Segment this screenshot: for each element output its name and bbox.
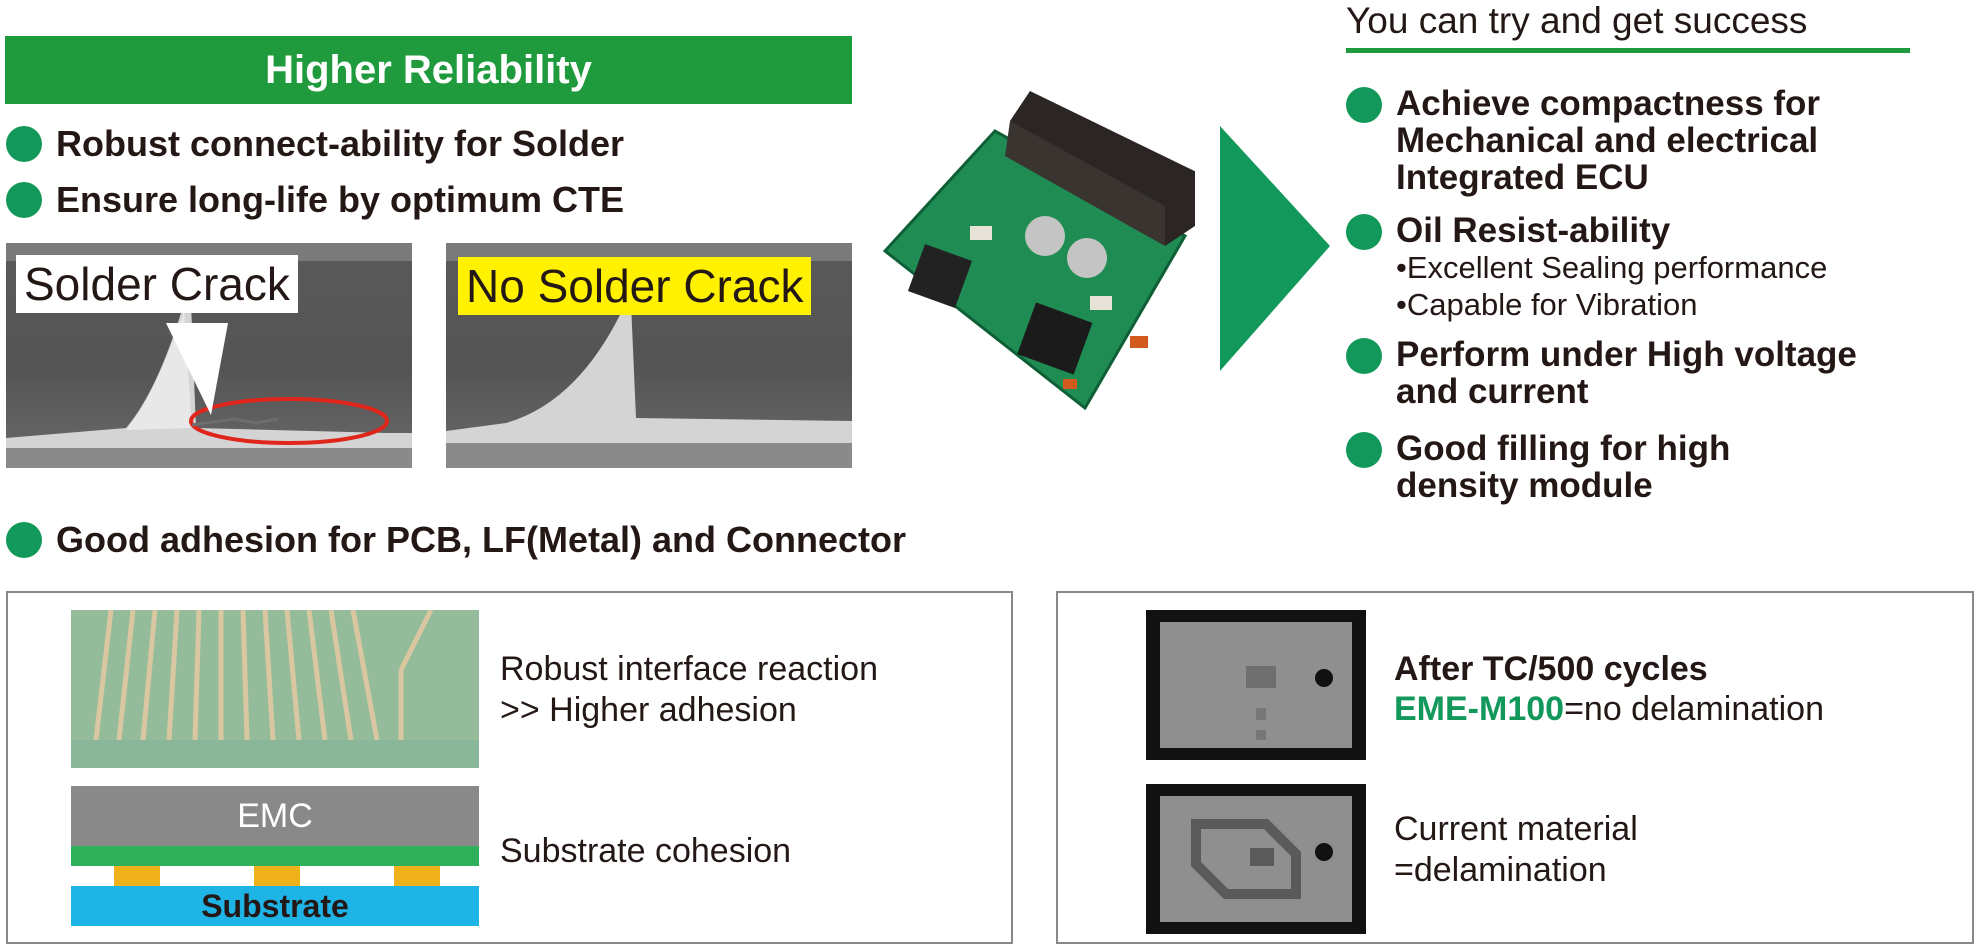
bullet-dot-icon (1346, 338, 1382, 374)
no-solder-crack-photo: No Solder Crack (446, 243, 852, 468)
right-bullet-voltage-text: Perform under High voltage and current (1396, 335, 1857, 411)
right-bullet-compactness-text: Achieve compactness for Mechanical and e… (1396, 84, 1821, 197)
solder-crack-photo: Solder Crack (6, 243, 412, 468)
right-bullet-filling-text: Good filling for high density module (1396, 429, 1731, 505)
right-bullet-oil-text: Oil Resist-ability (1396, 211, 1671, 250)
adhesive-layer (71, 846, 479, 866)
right-bullet-oil: Oil Resist-ability •Excellent Sealing pe… (1346, 212, 1946, 323)
interface-text-2: >> Higher adhesion (500, 691, 797, 729)
pad-1 (114, 866, 160, 886)
bullet-adhesion-text: Good adhesion for PCB, LF(Metal) and Con… (56, 519, 906, 560)
bullet-dot-icon (6, 126, 42, 162)
bullet-dot-icon (1346, 432, 1382, 468)
no-crack-illustration (446, 243, 852, 468)
delamination-text: =delamination (1394, 851, 1607, 889)
solder-crack-label: Solder Crack (16, 255, 298, 313)
right-bullet-filling: Good filling for high density module (1346, 430, 1806, 504)
pad-2 (254, 866, 300, 886)
pad-3 (394, 866, 440, 886)
right-bullet-oil-block: Oil Resist-ability •Excellent Sealing pe… (1396, 212, 1827, 323)
delamination-panel: After TC/500 cycles EME-M100=no delamina… (1056, 591, 1974, 944)
tc-scan-good (1146, 610, 1366, 760)
bullet-cte: Ensure long-life by optimum CTE (6, 179, 624, 221)
emc-layer: EMC (71, 786, 479, 846)
substrate-layer: Substrate (71, 886, 479, 926)
interface-text-1: Robust interface reaction (500, 650, 878, 688)
arrow-right-icon (1220, 126, 1330, 371)
oil-sub-sealing: •Excellent Sealing performance (1396, 250, 1828, 285)
oil-sub-vibration: •Capable for Vibration (1396, 287, 1698, 322)
heading-underline (1346, 48, 1910, 53)
tc-title: After TC/500 cycles (1394, 650, 1708, 688)
current-material-text: Current material (1394, 810, 1638, 848)
bullet-adhesion: Good adhesion for PCB, LF(Metal) and Con… (6, 519, 906, 561)
tc-scan-delaminated (1146, 784, 1366, 934)
adhesion-panel: Robust interface reaction >> Higher adhe… (6, 591, 1013, 944)
higher-reliability-banner: Higher Reliability (5, 36, 852, 104)
product-name: EME-M100 (1394, 690, 1565, 728)
bullet-dot-icon (6, 182, 42, 218)
no-delamination-text: =no delamination (1564, 690, 1824, 728)
ecu-module-image (882, 91, 1195, 411)
lead-frame-photo (71, 610, 479, 768)
bullet-dot-icon (6, 522, 42, 558)
bullet-dot-icon (1346, 214, 1382, 250)
bullet-cte-text: Ensure long-life by optimum CTE (56, 179, 625, 220)
right-bullet-voltage: Perform under High voltage and current (1346, 336, 1926, 410)
no-solder-crack-label: No Solder Crack (458, 257, 812, 315)
success-heading: You can try and get success (1346, 0, 1808, 41)
tc-result-line: EME-M100=no delamination (1394, 688, 1824, 730)
substrate-cohesion-text: Substrate cohesion (500, 832, 792, 870)
bullet-dot-icon (1346, 87, 1382, 123)
bullet-solder: Robust connect-ability for Solder (6, 123, 624, 165)
bullet-solder-text: Robust connect-ability for Solder (56, 123, 625, 164)
right-bullet-compactness: Achieve compactness for Mechanical and e… (1346, 85, 1906, 196)
